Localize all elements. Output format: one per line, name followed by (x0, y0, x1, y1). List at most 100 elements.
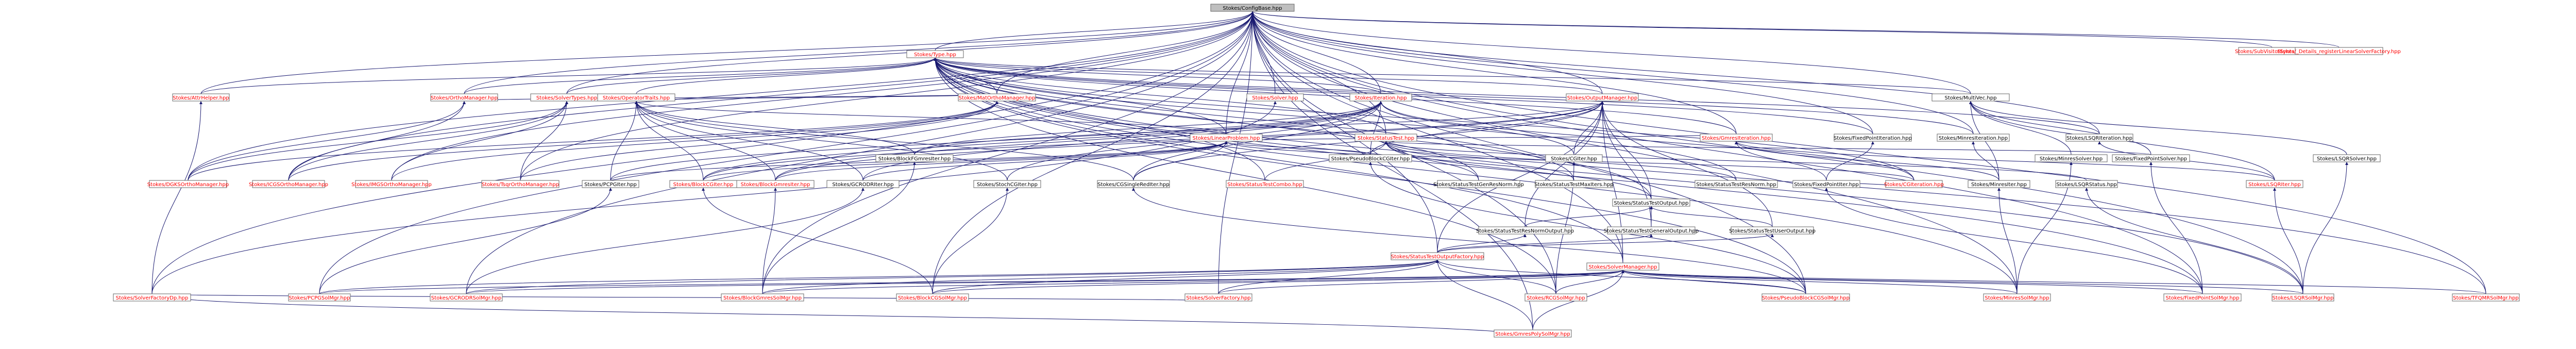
node-box (1566, 93, 1639, 102)
graph-node-solver-manager[interactable]: Stokes/SolverManager.hpp (1586, 262, 1659, 271)
graph-node-minres-solmgr[interactable]: Stokes/MinresSolMgr.hpp (1983, 293, 2051, 302)
graph-node-solver-factory[interactable]: Stokes/SolverFactory.hpp (1184, 293, 1252, 302)
graph-node-status-test-resnorm[interactable]: Stokes/StatusTestResNorm.hpp (1694, 180, 1778, 188)
graph-node-configbase[interactable]: Stokes/ConfigBase.hpp (1210, 4, 1295, 12)
dependency-edge (703, 101, 1382, 181)
graph-node-status-test-combo[interactable]: Stokes/StatusTestCombo.hpp (1226, 180, 1304, 188)
graph-node-detail-register[interactable]: Stokes/_Details_registerLinearSolverFact… (2277, 47, 2401, 55)
graph-node-operator-traits[interactable]: Stokes/OperatorTraits.hpp (597, 93, 675, 102)
node-label: Stokes/MinresIter.hpp (1971, 182, 2027, 188)
node-box (1329, 154, 1412, 162)
graph-node-pcpg-iter[interactable]: Stokes/PCPGIter.hpp (582, 180, 639, 188)
graph-node-lsqr-iter-impl[interactable]: Stokes/LSQRIter.hpp (2246, 180, 2303, 188)
graph-node-lsqr-solmgr[interactable]: Stokes/LSQRSolMgr.hpp (2272, 293, 2334, 302)
graph-node-attrhelper[interactable]: Stokes/AttrHelper.hpp (172, 93, 230, 102)
dependency-edge (932, 270, 1624, 294)
dependency-edge (932, 187, 1009, 294)
graph-node-fixed-point-solver[interactable]: Stokes/FixedPointSolver.hpp (2112, 154, 2190, 162)
node-label: Stokes/ConfigBase.hpp (1223, 6, 1282, 11)
graph-node-dgks[interactable]: Stokes/DGKSOrthoManager.hpp (147, 180, 229, 188)
graph-node-status-test-output[interactable]: Stokes/StatusTestOutput.hpp (1612, 198, 1690, 207)
dependency-edge (762, 270, 1624, 294)
dependency-edge (1132, 187, 1806, 294)
graph-node-fixed-point-iter[interactable]: Stokes/FixedPointIteration.hpp (1834, 134, 1912, 142)
graph-node-solvertype[interactable]: Stokes/Type.hpp (906, 50, 964, 58)
graph-node-pcpg-solmgr[interactable]: Stokes/PCPGSolMgr.hpp (288, 293, 351, 302)
graph-node-tfqmr-solmgr[interactable]: Stokes/TFQMRSolMgr.hpp (2452, 293, 2520, 302)
dependency-edge (932, 259, 1439, 294)
graph-node-status-test-maxiters[interactable]: Stokes/StatusTestMaxIters.hpp (1534, 180, 1614, 188)
graph-node-gcrodr-iter[interactable]: Stokes/GCRODRIter.hpp (826, 180, 900, 188)
graph-node-solverspec[interactable]: Stokes/Solver.hpp (1246, 93, 1304, 102)
graph-node-gcrodr-solmgr[interactable]: Stokes/GCRODRSolMgr.hpp (430, 293, 503, 302)
graph-node-output-manager[interactable]: Stokes/OutputManager.hpp (1566, 93, 1639, 102)
node-label: Stokes/StatusTestOutputFactory.hpp (1391, 254, 1484, 260)
graph-node-lsqr-status[interactable]: Stokes/LSQRStatus.hpp (2055, 180, 2118, 188)
graph-node-status-test[interactable]: Stokes/StatusTest.hpp (1354, 134, 1417, 142)
dependency-edge (391, 101, 998, 181)
dependency-edge (200, 57, 937, 94)
graph-node-iteration[interactable]: Stokes/Iteration.hpp (1349, 93, 1412, 102)
graph-node-block-cg-solmgr[interactable]: Stokes/BlockCGSolMgr.hpp (896, 293, 969, 302)
graph-node-status-test-resnorm-output[interactable]: Stokes/StatusTestResNormOutput.hpp (1476, 226, 1574, 235)
graph-node-lsqr-iter[interactable]: Stokes/LSQRIteration.hpp (2065, 134, 2133, 142)
graph-node-status-test-general-output[interactable]: Stokes/StatusTestGeneralOutput.hpp (1604, 226, 1699, 235)
graph-node-lsqr-solver[interactable]: Stokes/LSQRSolver.hpp (2313, 154, 2381, 162)
dependency-edge (934, 57, 1652, 200)
graph-node-pseudo-block-cg-solmgr[interactable]: Stokes/PseudoBlockCGSolMgr.hpp (1761, 293, 1850, 302)
graph-node-linear-problem[interactable]: Stokes/LinearProblem.hpp (1190, 134, 1263, 142)
node-box (896, 293, 969, 302)
graph-node-stoch-cg[interactable]: Stokes/BlockFGmresIter.hpp (875, 154, 954, 162)
graph-node-iteration-base[interactable]: Stokes/GmresIteration.hpp (1700, 134, 1773, 142)
graph-node-pseudo-block-cg-iter[interactable]: Stokes/PseudoBlockCGIter.hpp (1329, 154, 1412, 162)
dependency-edge (1437, 101, 1604, 253)
node-box (355, 180, 428, 188)
node-box (2035, 154, 2108, 162)
graph-node-fixed-point-iter-impl[interactable]: Stokes/FixedPointIter.hpp (1792, 180, 1860, 188)
graph-node-matortho[interactable]: Stokes/MatOrthoManager.hpp (958, 93, 1036, 102)
graph-node-ortho-manager[interactable]: Stokes/OrthoManager.hpp (430, 93, 498, 102)
node-box (149, 180, 227, 188)
node-box (1494, 329, 1572, 338)
node-box (113, 293, 191, 302)
dependency-edge (1218, 259, 1439, 294)
graph-node-fixed-point-solmgr[interactable]: Stokes/FixedPointSolMgr.hpp (2163, 293, 2242, 302)
graph-node-cg-single-red[interactable]: Stokes/CGSingleRedIter.hpp (1097, 180, 1170, 188)
graph-node-rcg-solmgr[interactable]: Stokes/RCGSolMgr.hpp (1524, 293, 1587, 302)
graph-node-status-test-user-output[interactable]: Stokes/StatusTestUserOutput.hpp (1729, 226, 1816, 235)
node-label: Stokes/FixedPointSolMgr.hpp (2166, 295, 2240, 301)
dependency-edge (934, 57, 1479, 181)
graph-node-gmres-poly-solmgr[interactable]: Stokes/GmresPolySolMgr.hpp (1494, 329, 1572, 338)
dependency-edge (934, 57, 1971, 94)
node-label: Stokes/LSQRIteration.hpp (2066, 136, 2132, 141)
graph-node-status-test-gen-resnorm[interactable]: Stokes/StatusTestGenResNorm.hpp (1433, 180, 1524, 188)
node-label: Stokes/CGIter.hpp (1551, 156, 1597, 162)
graph-node-icgs[interactable]: Stokes/ICGSOrthoManager.hpp (249, 180, 328, 188)
graph-node-tsqr[interactable]: Stokes/TsqrOrthoManager.hpp (481, 180, 560, 188)
graph-node-solvertypes[interactable]: Stokes/SolverTypes.hpp (530, 93, 603, 102)
graph-node-block-gmres-solmgr[interactable]: Stokes/BlockGmresSolMgr.hpp (721, 293, 804, 302)
graph-node-imgs[interactable]: Stokes/IMGSOrthoManager.hpp (351, 180, 432, 188)
node-label: Stokes/CGIteration.hpp (1884, 182, 1944, 188)
graph-node-block-cg-iter[interactable]: Stokes/BlockCGIter.hpp (669, 180, 737, 188)
dependency-edge (1218, 270, 1624, 294)
graph-node-cg-iteration[interactable]: Stokes/CGIteration.hpp (1884, 180, 1944, 188)
dependency-edge (1621, 270, 2303, 294)
dependency-edge (520, 101, 568, 181)
graph-node-stoch-cg-iter[interactable]: Stokes/StochCGIter.hpp (973, 180, 1041, 188)
graph-node-block-cg-iter2[interactable]: Stokes/CGIter.hpp (1545, 154, 1603, 162)
graph-node-status-test-factory[interactable]: Stokes/StatusTestOutputFactory.hpp (1391, 252, 1484, 260)
node-label: Stokes/FixedPointIter.hpp (1794, 182, 1859, 188)
dependency-edge (762, 259, 1439, 294)
node-box (2452, 293, 2520, 302)
node-box (1210, 4, 1295, 12)
dependency-edge (2149, 161, 2203, 294)
graph-node-solver-factory-dp[interactable]: Stokes/SolverFactoryDp.hpp (113, 293, 191, 302)
graph-node-minres-solver[interactable]: Stokes/MinresSolver.hpp (2035, 154, 2108, 162)
graph-node-multivec[interactable]: Stokes/MultiVec.hpp (1931, 93, 2010, 102)
node-label: Stokes/TFQMRSolMgr.hpp (2453, 295, 2519, 301)
graph-node-block-gmres-iter[interactable]: Stokes/BlockGmresIter.hpp (736, 180, 815, 188)
dependency-edge (635, 101, 1134, 181)
graph-node-minres-iter-impl[interactable]: Stokes/MinresIter.hpp (1968, 180, 2030, 188)
graph-node-minres-iter[interactable]: Stokes/MinresIteration.hpp (1937, 134, 2010, 142)
